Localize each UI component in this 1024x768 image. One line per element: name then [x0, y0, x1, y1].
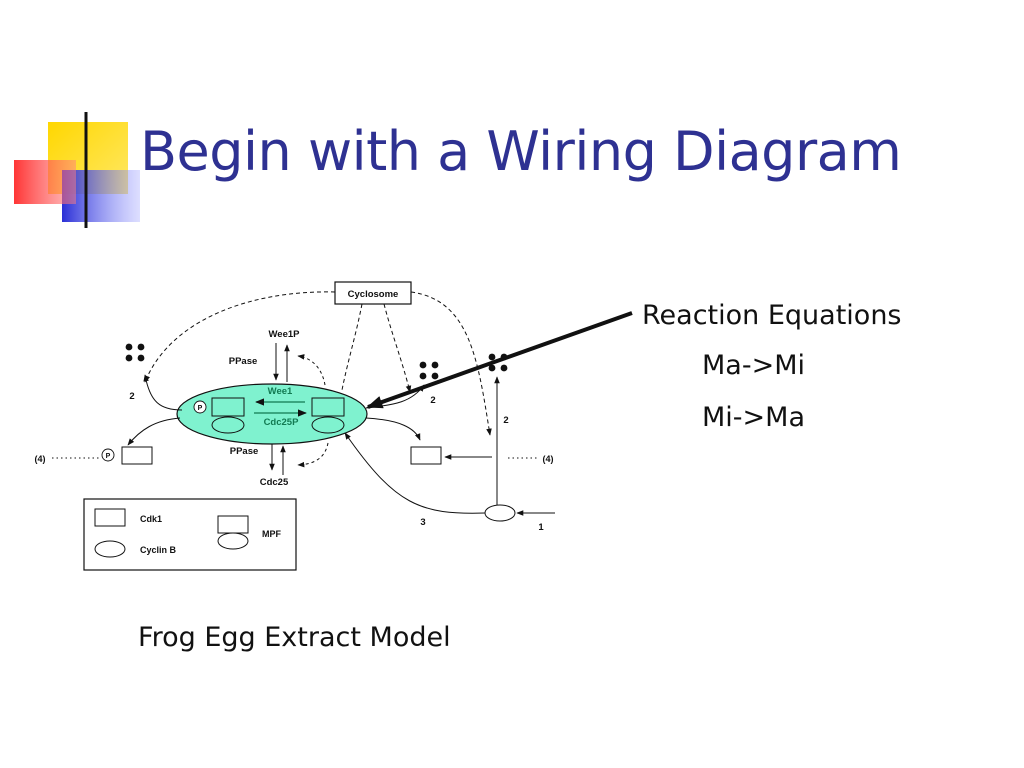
legend-cyclin-b-symbol	[94, 540, 126, 558]
pointer-arrow	[366, 311, 633, 409]
complex-to-cdc25-dashed	[297, 442, 329, 468]
rate-4-right-label: (4)	[543, 454, 554, 464]
reaction-equations-heading: Reaction Equations	[642, 300, 902, 331]
rate-3-label: 3	[420, 517, 425, 528]
phospho-marker-inactive	[193, 400, 207, 414]
phospho-label: P	[198, 405, 203, 412]
cyclosome-to-left-degradation	[144, 291, 336, 383]
cyclin-to-complex-binding	[344, 432, 486, 514]
cdc25p-label: Cdc25P	[264, 417, 300, 428]
legend-cdk1-symbol	[94, 508, 126, 527]
cyclin-b-inactive	[211, 416, 245, 434]
cyclosome-box	[334, 281, 412, 305]
wee1p-label: Wee1P	[269, 329, 301, 340]
rate-2-right-label: 2	[503, 415, 508, 426]
cyclosome-to-right	[410, 291, 492, 436]
cyclosome-to-complex	[341, 303, 363, 391]
ppase-top-label: PPase	[229, 356, 258, 367]
complex-to-wee1p-dashed	[297, 354, 326, 386]
ppase-bottom-label: PPase	[230, 446, 259, 457]
degradation-dots-right	[488, 353, 508, 372]
complex-to-free-cdk1-right	[365, 417, 421, 441]
diagram-caption: Frog Egg Extract Model	[138, 622, 451, 653]
rate-2-center-label: 2	[430, 395, 435, 406]
free-cdk1-left-box	[121, 446, 153, 465]
rate-1-label: 1	[538, 522, 544, 533]
rate-2-left-label: 2	[129, 391, 134, 402]
legend-cdk1-label: Cdk1	[140, 514, 162, 524]
cyclin-b-active	[311, 416, 345, 434]
free-cdk1-right-box	[410, 446, 442, 465]
legend-box	[83, 498, 297, 571]
phospho-label-free: P	[106, 453, 111, 460]
legend-mpf-cyclin-symbol	[217, 532, 249, 550]
cdc25-label: Cdc25	[260, 477, 289, 488]
degradation-dots-left	[125, 343, 145, 362]
complex-to-left-degradation	[143, 374, 183, 411]
phospho-marker-free	[101, 448, 115, 462]
wee1-label: Wee1	[268, 386, 293, 397]
slide-title: Begin with a Wiring Diagram	[140, 120, 902, 183]
reaction-equation-ma-to-mi: Ma->Mi	[702, 350, 806, 381]
legend-mpf-label: MPF	[262, 529, 282, 539]
free-cyclin-b	[484, 504, 516, 522]
complex-to-free-cdk1-left	[127, 417, 181, 446]
cyclosome-label: Cyclosome	[348, 289, 399, 300]
cdk1-inactive-box	[211, 397, 245, 417]
degradation-dots-center	[419, 361, 439, 380]
legend-cyclin-b-label: Cyclin B	[140, 545, 177, 555]
cyclosome-to-center-degradation	[383, 303, 412, 393]
deco-red-square	[14, 160, 76, 204]
rate-4-left-label: (4)	[35, 454, 46, 464]
cdk1-active-box	[311, 397, 345, 417]
reaction-equation-mi-to-ma: Mi->Ma	[702, 402, 806, 433]
